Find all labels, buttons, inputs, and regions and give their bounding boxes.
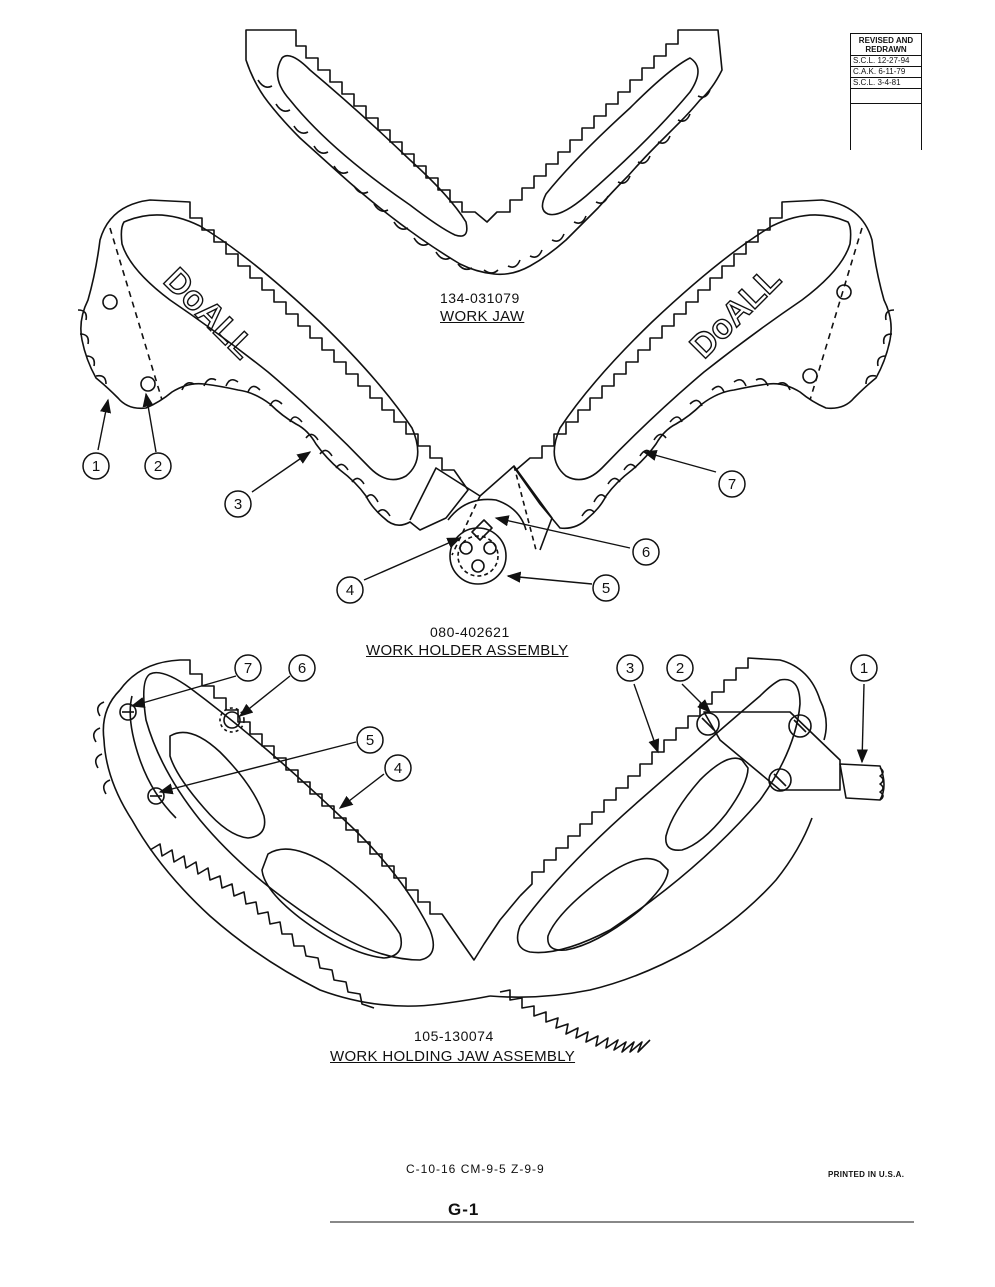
revision-entry: S.C.L. 12-27-94 bbox=[851, 56, 921, 67]
work-holder-drawing bbox=[77, 199, 895, 585]
drawing-code: C-10-16 CM-9-5 Z-9-9 bbox=[406, 1162, 545, 1176]
callout-number: 6 bbox=[642, 544, 650, 561]
callout-number: 7 bbox=[244, 660, 252, 677]
callout-number: 5 bbox=[366, 732, 374, 749]
printed-in-usa: PRINTED IN U.S.A. bbox=[828, 1170, 905, 1179]
work-jaw-title: WORK JAW bbox=[440, 308, 525, 325]
callout-number: 2 bbox=[154, 458, 162, 475]
work-jaw-drawing bbox=[245, 29, 723, 276]
revision-blank-row bbox=[851, 89, 921, 104]
work-holder-part-number: 080-402621 bbox=[430, 624, 510, 640]
revision-entry: S.C.L. 3-4-81 bbox=[851, 78, 921, 89]
revision-block: REVISED AND REDRAWN S.C.L. 12-27-94 C.A.… bbox=[850, 33, 922, 150]
callout-number: 2 bbox=[676, 660, 684, 677]
page-number: G-1 bbox=[448, 1200, 480, 1219]
callout-number: 6 bbox=[298, 660, 306, 677]
brand-left: DoALL bbox=[156, 261, 262, 367]
callout-number: 7 bbox=[728, 476, 736, 493]
work-holding-jaw-drawing bbox=[92, 657, 885, 1053]
callout-number: 3 bbox=[626, 660, 634, 677]
callout-number: 4 bbox=[346, 582, 354, 599]
callout-balloons bbox=[82, 452, 878, 782]
work-jaw-part-number: 134-031079 bbox=[440, 290, 520, 306]
callout-number: 5 bbox=[602, 580, 610, 597]
revision-entry: C.A.K. 6-11-79 bbox=[851, 67, 921, 78]
revision-header: REVISED AND REDRAWN bbox=[851, 34, 921, 56]
work-holding-jaw-part-number: 105-130074 bbox=[414, 1028, 494, 1044]
work-holder-title: WORK HOLDER ASSEMBLY bbox=[366, 642, 569, 659]
callout-number: 1 bbox=[92, 458, 100, 475]
leader-lines bbox=[97, 392, 868, 809]
callout-number: 3 bbox=[234, 496, 242, 513]
callout-number: 1 bbox=[860, 660, 868, 677]
brand-right: DoALL bbox=[683, 260, 789, 366]
callout-number: 4 bbox=[394, 760, 402, 777]
work-holding-jaw-title: WORK HOLDING JAW ASSEMBLY bbox=[330, 1048, 576, 1065]
